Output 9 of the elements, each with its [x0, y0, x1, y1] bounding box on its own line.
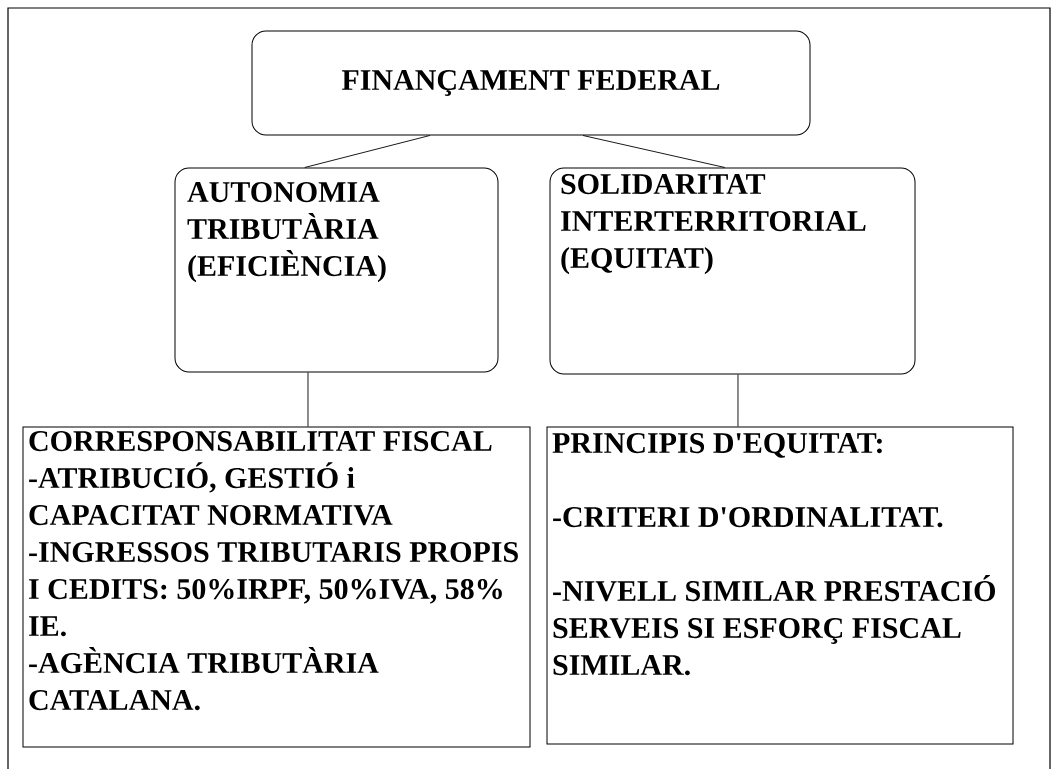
rounded-box: SOLIDARITAT INTERTERRITORIAL (EQUITAT) — [549, 167, 916, 375]
connector-line — [582, 135, 726, 168]
connector-line — [304, 135, 431, 168]
rounded-box: FINANÇAMENT FEDERAL — [251, 30, 811, 136]
connector-line — [737, 374, 739, 427]
text-box: CORRESPONSABILITAT FISCAL -ATRIBUCIÓ, GESTIÓ i CAPACITAT NORMATIVA -INGRESSOS TRIBUTARIS PROPIS I CEDITS: 50%IRPF, 50%IVA, 58% IE. -AGÈNCIA TRIBUTÀRIA CATALANA. — [22, 426, 531, 748]
connector-line — [307, 372, 309, 427]
text-box: PRINCIPIS D'EQUITAT: -CRITERI D'ORDINALITAT. -NIVELL SIMILAR PRESTACIÓ SERVEIS SI ESFORÇ FISCAL SIMILAR. — [546, 426, 1014, 745]
rounded-box: AUTONOMIA TRIBUTÀRIA (EFICIÈNCIA) — [174, 167, 499, 373]
